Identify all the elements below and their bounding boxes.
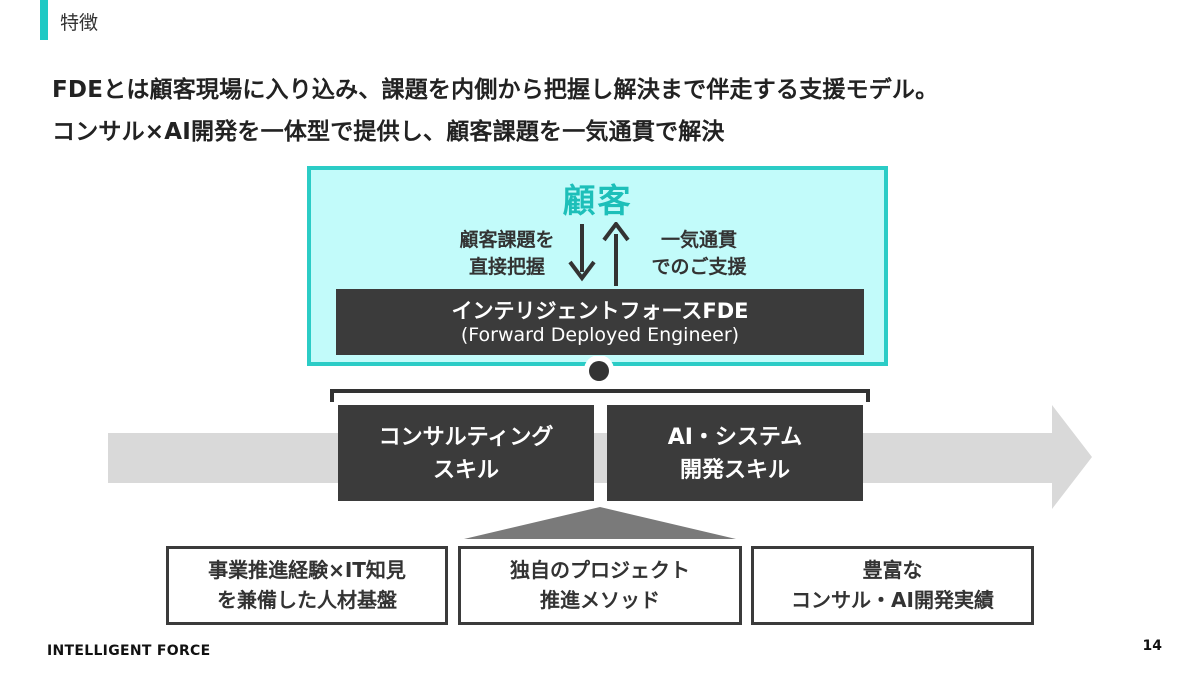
foundation-1-line1: 事業推進経験×IT知見 xyxy=(208,558,406,582)
customer-right-label: 一気通貫 でのご支援 xyxy=(629,227,769,281)
skill-1-line1: コンサルティング xyxy=(378,425,554,450)
customer-left-label-line2: 直接把握 xyxy=(468,256,545,278)
down-arrow-icon xyxy=(568,224,596,282)
headline-line-2: コンサル×AI開発を一体型で提供し、顧客課題を一気通貫で解決 xyxy=(52,119,725,145)
skill-box-ai-system: AI・システム 開発スキル xyxy=(607,405,863,501)
section-label: 特徴 xyxy=(60,12,99,34)
customer-title: 顧客 xyxy=(562,181,633,220)
headline-line-1: FDEとは顧客現場に入り込み、課題を内側から把握し解決まで伴走する支援モデル。 xyxy=(52,77,939,103)
customer-right-label-line2: でのご支援 xyxy=(651,256,747,278)
foundation-1-line2: を兼備した人材基盤 xyxy=(217,588,397,612)
customer-right-label-line1: 一気通貫 xyxy=(660,229,737,251)
foundation-3-line1: 豊富な xyxy=(862,558,923,582)
brand-logo: INTELLIGENT FORCE xyxy=(47,643,211,659)
up-arrow-icon xyxy=(602,222,630,286)
foundation-track-record: 豊富な コンサル・AI開発実績 xyxy=(751,546,1034,625)
section-accent-bar xyxy=(40,0,48,40)
customer-left-label-line1: 顧客課題を xyxy=(459,229,555,251)
fde-title: インテリジェントフォースFDE xyxy=(451,299,749,323)
foundation-method: 独自のプロジェクト 推進メソッド xyxy=(458,546,742,625)
foundation-2-line1: 独自のプロジェクト xyxy=(510,558,690,582)
bidirectional-arrows xyxy=(568,222,630,286)
fde-box: インテリジェントフォースFDE (Forward Deployed Engine… xyxy=(336,289,864,355)
customer-left-label: 顧客課題を 直接把握 xyxy=(437,227,577,281)
foundation-talent: 事業推進経験×IT知見 を兼備した人材基盤 xyxy=(166,546,448,625)
support-triangle xyxy=(464,507,736,539)
skill-2-line1: AI・システム xyxy=(667,425,803,450)
foundation-2-line2: 推進メソッド xyxy=(540,588,660,612)
skill-1-line2: スキル xyxy=(432,458,499,483)
connector-dot-icon xyxy=(589,361,609,381)
skills-bracket xyxy=(330,356,870,402)
skill-2-line2: 開発スキル xyxy=(679,458,790,483)
fde-subtitle: (Forward Deployed Engineer) xyxy=(460,324,740,346)
skill-box-consulting: コンサルティング スキル xyxy=(338,405,594,501)
foundation-3-line2: コンサル・AI開発実績 xyxy=(791,588,994,612)
progress-arrow-graphic xyxy=(108,405,1092,509)
page-number: 14 xyxy=(1142,638,1162,654)
